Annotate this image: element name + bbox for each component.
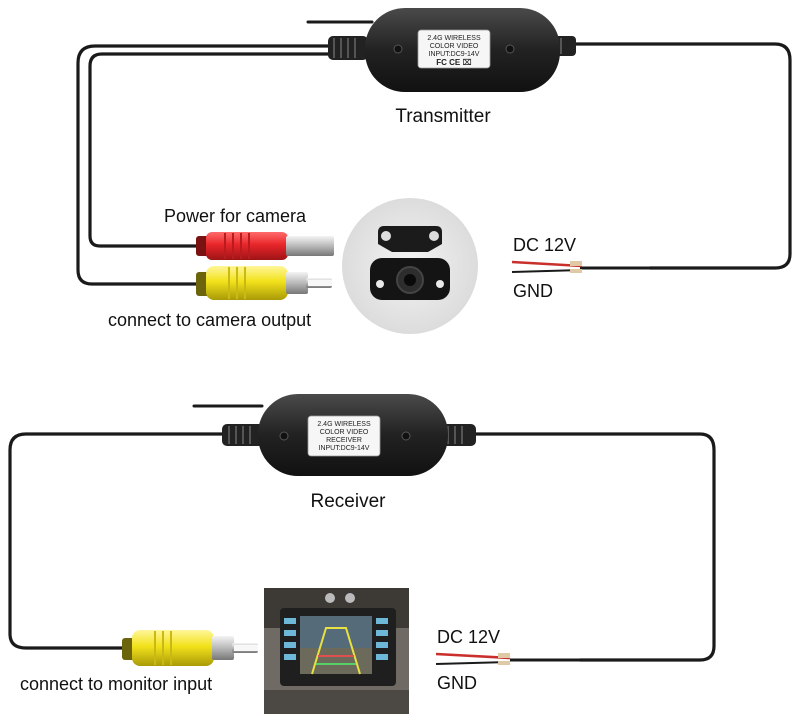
transmitter-right-cable [553,42,792,270]
transmitter-title: Transmitter [395,106,491,127]
transmitter-left-cable-outer [76,44,332,286]
receiver-dc-label: DC 12V [437,627,500,647]
receiver-right-cable [468,432,716,662]
transmitter-left-cable-inner [88,52,332,248]
receiver-label-plate [307,415,381,457]
receiver-module: 2.4G WIRELESS COLOR VIDEO RECEIVER INPUT… [258,394,448,476]
transmitter-module-line-3: INPUT:DC9-14V [429,51,480,58]
receiver-module-line-1: 2.4G WIRELESS [317,421,371,428]
transmitter-module-line-1: 2.4G WIRELESS [427,35,481,42]
transmitter-dc-label: DC 12V [513,235,576,255]
yellow-rca-connector-camera [196,266,332,300]
car-monitor-image [264,588,409,714]
receiver-cables [8,404,716,662]
red-power-connector [196,232,334,260]
receiver-gnd-label: GND [437,673,477,693]
transmitter-cables [76,20,792,286]
backup-camera-image [342,198,478,334]
receiver-power-wires [435,652,580,665]
transmitter-power-wires [511,260,650,273]
receiver-left-cable [8,432,230,650]
transmitter-gnd-label: GND [513,281,553,301]
receiver-module-line-4: INPUT:DC9-14V [319,445,370,452]
transmitter-module-line-4: FC CE ⌧ [436,58,471,67]
yellow-connector-camera-label: connect to camera output [108,310,311,330]
receiver-module-line-2: COLOR VIDEO [320,429,369,436]
receiver-title: Receiver [311,491,387,512]
receiver-module-line-3: RECEIVER [326,437,362,444]
transmitter-module-line-2: COLOR VIDEO [430,43,479,50]
yellow-connector-monitor-label: connect to monitor input [20,674,212,694]
red-connector-label: Power for camera [164,206,307,226]
transmitter-module: 2.4G WIRELESS COLOR VIDEO INPUT:DC9-14V … [365,8,560,92]
yellow-rca-connector-monitor [122,630,258,666]
transmitter-label-plate [417,29,491,69]
